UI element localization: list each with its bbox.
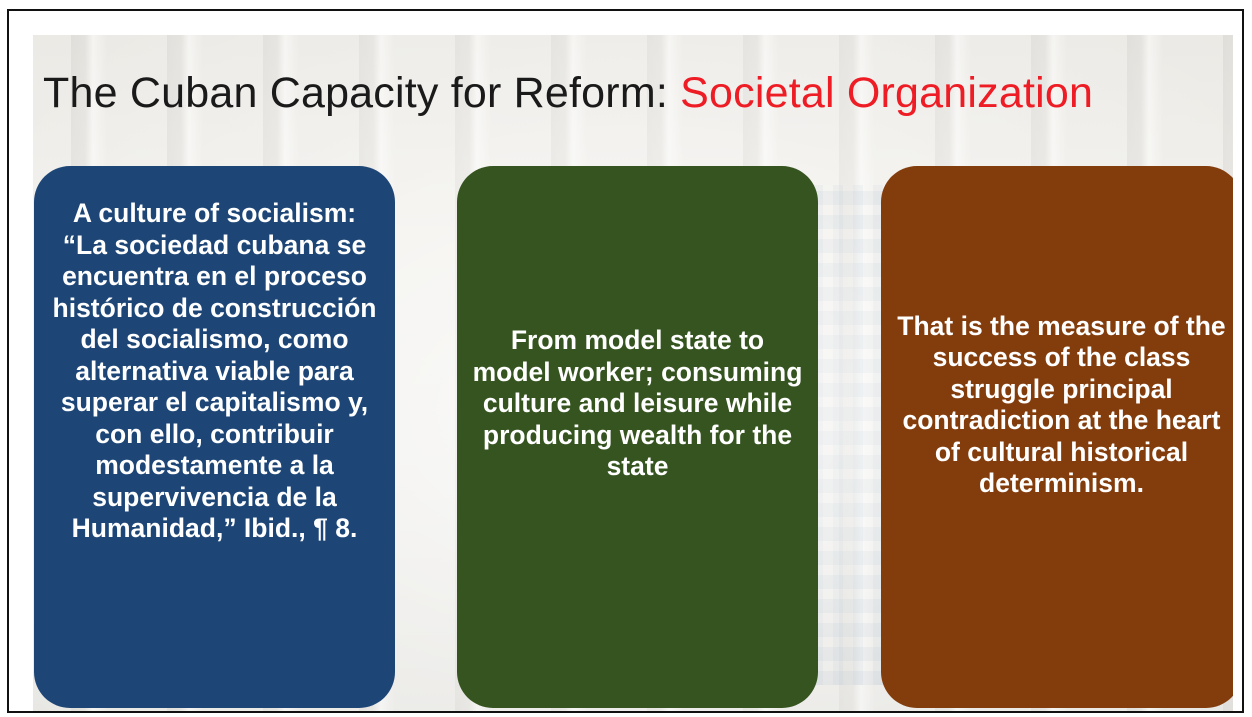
- slide-title: The Cuban Capacity for Reform: Societal …: [43, 69, 1228, 118]
- slide: The Cuban Capacity for Reform: Societal …: [33, 35, 1233, 711]
- slide-frame: The Cuban Capacity for Reform: Societal …: [7, 9, 1244, 713]
- slide-title-main: The Cuban Capacity for Reform:: [43, 69, 681, 117]
- card-class-struggle: That is the measure of the success of th…: [881, 166, 1233, 708]
- card-text: A culture of socialism: “La sociedad cub…: [52, 198, 377, 543]
- card-text: From model state to model worker; consum…: [472, 325, 803, 482]
- card-culture-of-socialism: A culture of socialism: “La sociedad cub…: [34, 166, 395, 708]
- card-model-worker: From model state to model worker; consum…: [457, 166, 818, 708]
- card-text: That is the measure of the success of th…: [897, 310, 1226, 499]
- slide-title-accent: Societal Organization: [680, 69, 1094, 117]
